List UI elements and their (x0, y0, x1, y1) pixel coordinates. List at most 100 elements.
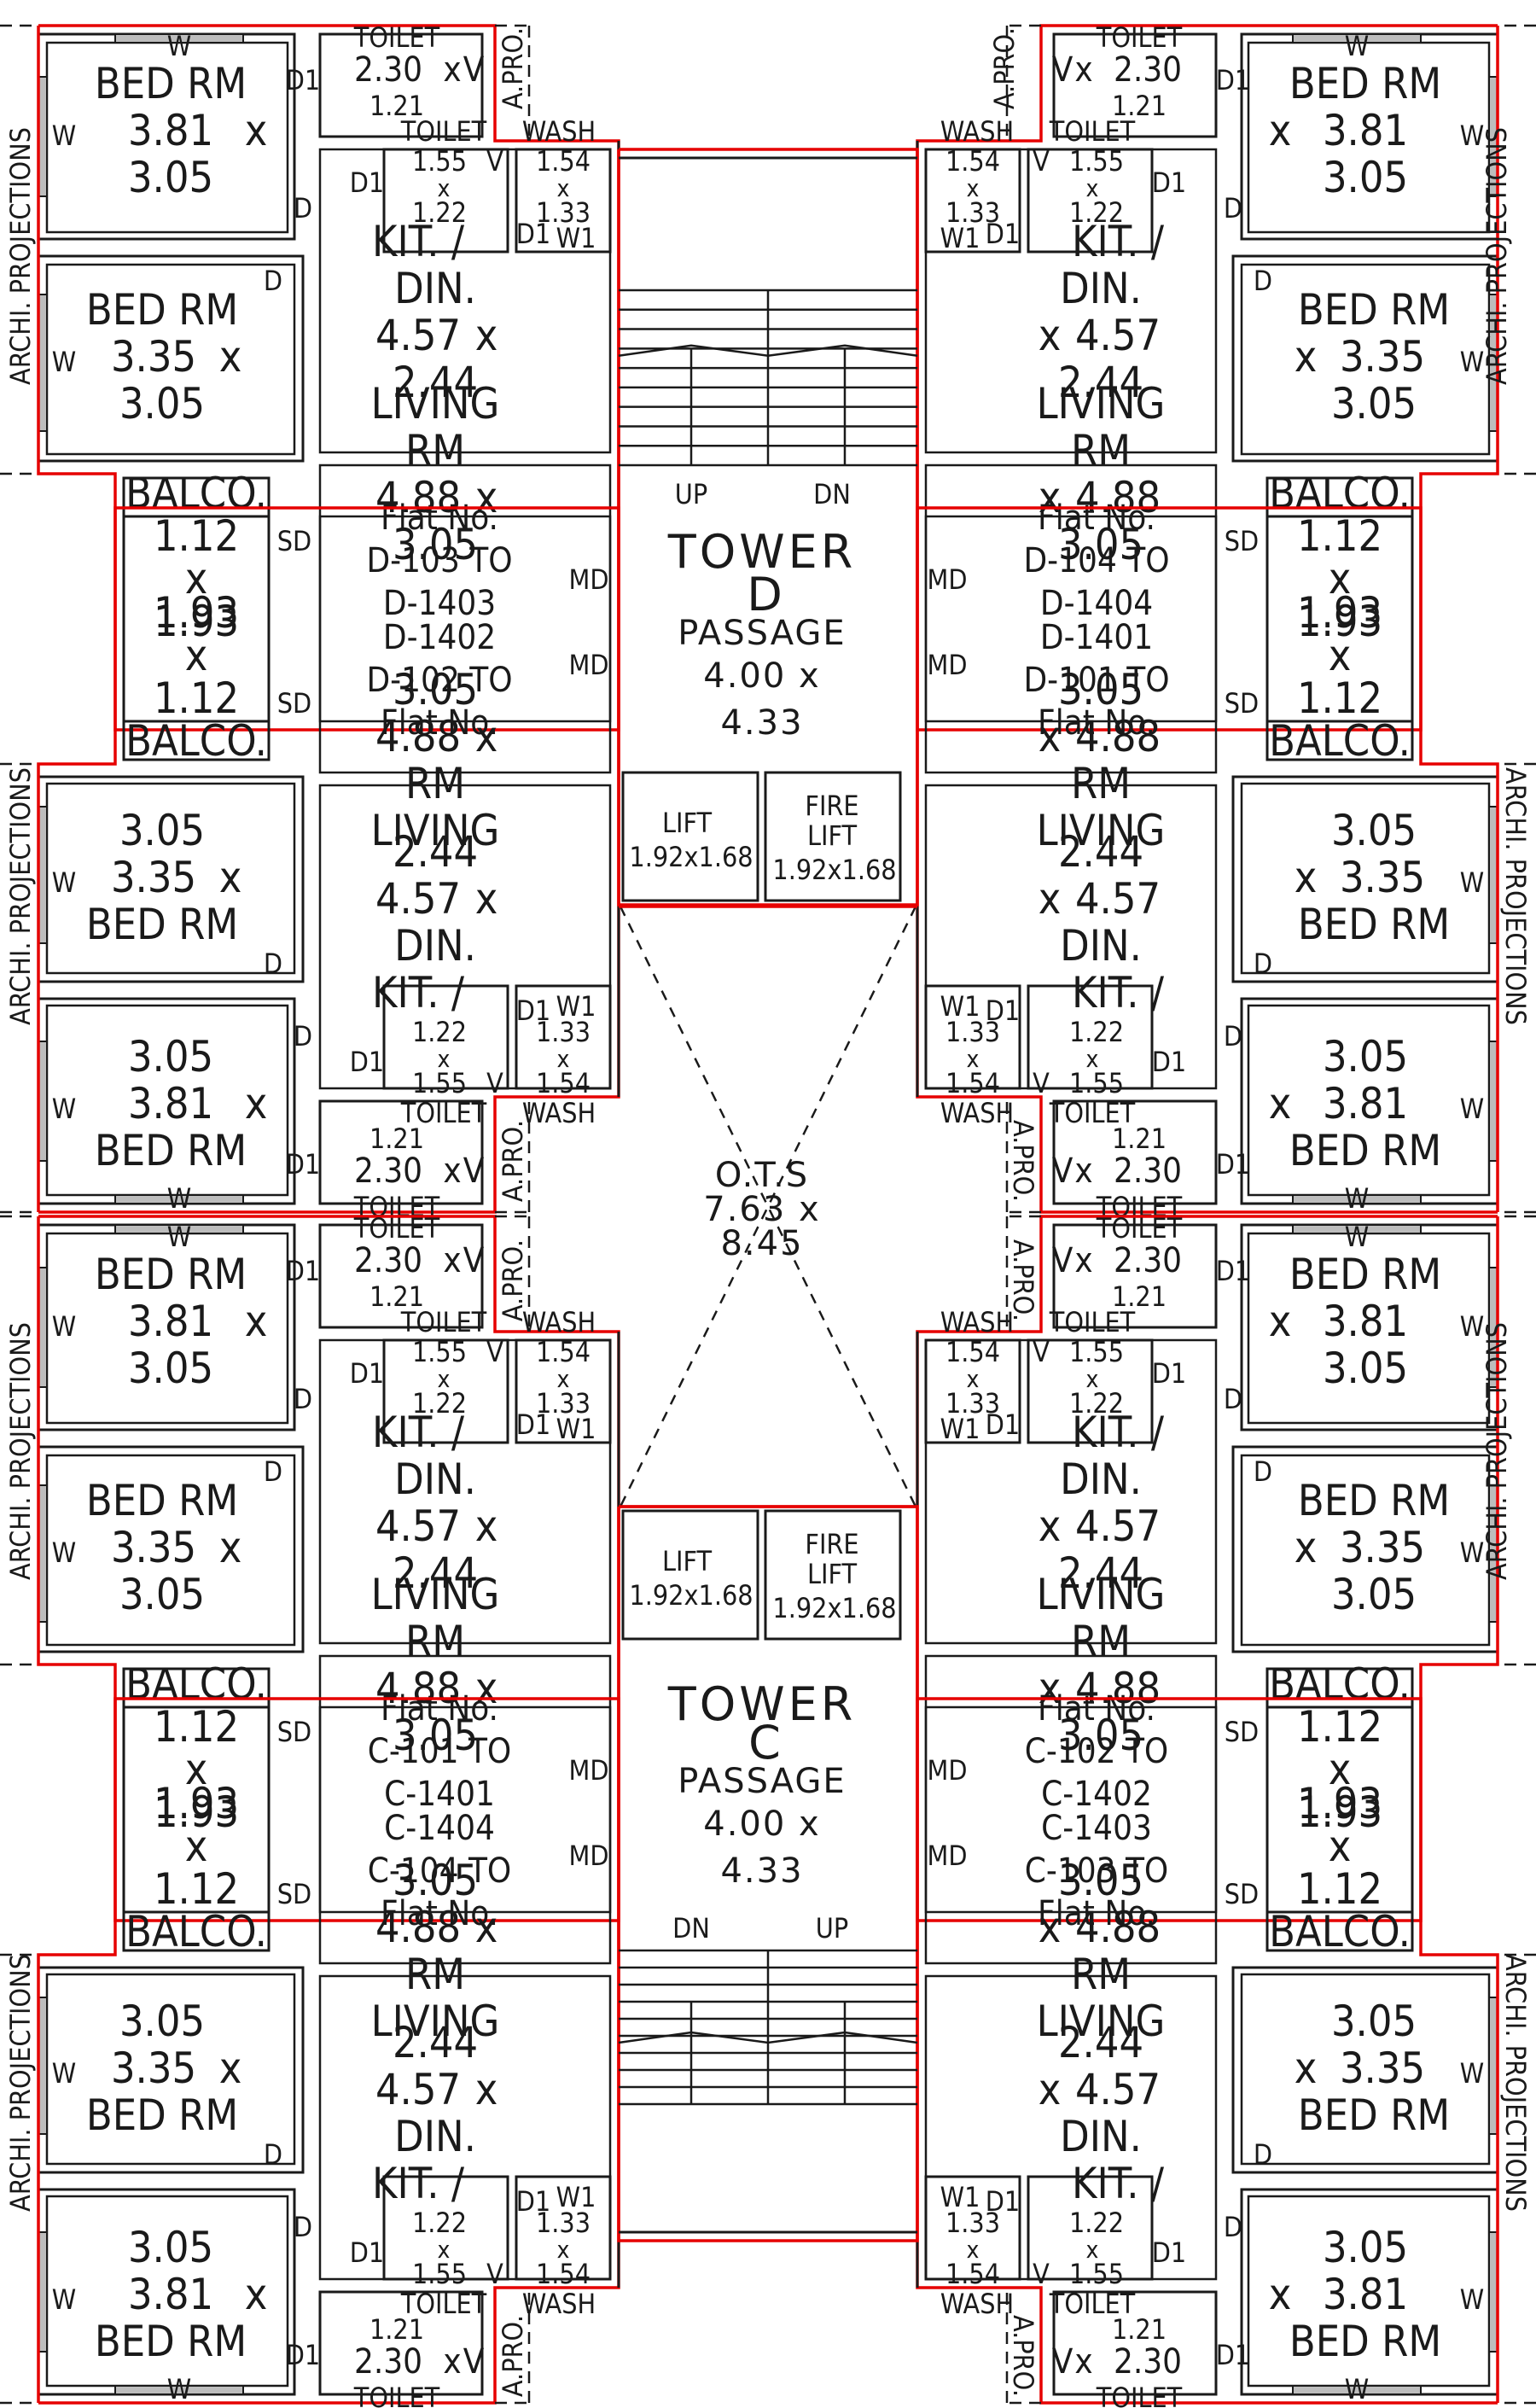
room-label-bedroom: BED RM (86, 1476, 238, 1525)
room-dim-x: x (438, 1045, 451, 1073)
room-dim-x: x (245, 106, 268, 155)
passage-dim: 4.00 x (703, 656, 820, 696)
room-label-living: RM (1071, 759, 1131, 808)
lift-dim: 1.92x1.68 (629, 841, 753, 873)
door-tag: D1 (1216, 1148, 1250, 1181)
window (114, 1194, 244, 1204)
room-dim: 1.93 (1297, 1787, 1382, 1837)
door-tag: SD (277, 525, 311, 557)
room-label-bedroom: BED RM (1289, 1250, 1441, 1299)
flat-number-label: Flat No. (1038, 703, 1155, 743)
room-label-wash: WASH (940, 2288, 1014, 2320)
room-dim: 2.44 (393, 827, 478, 877)
room-label-balcony: BALCO. (1269, 1907, 1411, 1956)
room-dim: 3.05 (128, 1344, 213, 1393)
room-dim: 1.12 (154, 511, 239, 561)
room-dim: 3.81 (128, 1079, 213, 1128)
vent-tag: V (486, 1336, 503, 1368)
room-dim: 2.30 (1114, 1152, 1182, 1191)
a-pro-label: A.PRO. (497, 27, 529, 109)
fire-lift-shaft (764, 771, 902, 902)
flat-number-range: C-103 TO (1025, 1851, 1169, 1891)
room-dim: 2.30 (354, 1152, 422, 1191)
vent-tag: V (1052, 1241, 1073, 1280)
flat-number-range: D-103 TO (366, 541, 512, 580)
door-tag: D (264, 2138, 282, 2171)
room-dim-x: x (185, 554, 208, 603)
room-label-toilet: TOILET (1096, 1212, 1183, 1245)
door-tag: D (1254, 2138, 1272, 2171)
room-dim-x: x (1086, 1365, 1099, 1393)
door-tag: D (1224, 2211, 1242, 2243)
room-dim: 3.81 (1323, 106, 1408, 155)
room-label-bedroom: BED RM (1298, 285, 1450, 335)
room-dim-x: x (219, 2044, 242, 2093)
door-tag: D (1254, 265, 1272, 297)
room-label-kitchen: KIT. / (372, 217, 465, 266)
kitchen-dining-wall (924, 784, 1218, 1090)
flat-number-range: C-104 TO (368, 1851, 512, 1891)
room-dim: 3.05 (393, 665, 478, 714)
room-label-living: RM (1071, 426, 1131, 475)
window-tag: W1 (940, 2181, 980, 2213)
room-label-wash: WASH (940, 1306, 1014, 1338)
room-dim-x: x (1039, 473, 1062, 522)
room-dim-x: x (1039, 1664, 1062, 1713)
archi-projections-label: ARCHI. PROJECTIONS (4, 1954, 37, 2212)
room-dim-x: x (1295, 1523, 1318, 1572)
room-dim: 1.55 (412, 1067, 467, 1099)
door-tag: D1 (1152, 1046, 1186, 1078)
room-dim: 3.35 (111, 1523, 196, 1572)
room-label-living: RM (1071, 1617, 1131, 1666)
room-dim: 2.44 (393, 358, 478, 407)
flat-number-range: D-1403 (383, 584, 496, 623)
window-tag: W1 (940, 1413, 980, 1445)
room-dim: 2.44 (1058, 358, 1143, 407)
room-label-wash: WASH (522, 1097, 596, 1129)
room-dim: 3.81 (128, 1297, 213, 1346)
room-dim: 1.93 (1297, 588, 1382, 638)
vent-tag: V (1033, 2258, 1050, 2290)
door-tag: D1 (286, 2339, 320, 2371)
flat-number-range: C-1403 (1041, 1809, 1152, 1848)
door-tag: SD (1225, 1878, 1259, 1910)
stair-arrow (618, 2031, 918, 2044)
room-dim: 1.22 (412, 196, 467, 229)
door-tag: D1 (1152, 166, 1186, 199)
flat-number-range: D-1402 (383, 618, 496, 657)
door-tag: MD (927, 649, 967, 681)
door-tag: D1 (1216, 64, 1250, 96)
room-label-bedroom: BED RM (95, 1250, 247, 1299)
passage-dim: 4.00 x (703, 1805, 820, 1844)
room-label-balcony: BALCO. (1269, 469, 1411, 518)
room-dim: 3.05 (1331, 1570, 1417, 1619)
room-label-bedroom: BED RM (1289, 1126, 1441, 1175)
vent-tag: V (1033, 1336, 1050, 1368)
tower-name: TOWER (667, 525, 857, 579)
room-dim-x: x (1039, 712, 1062, 761)
ots-dim: 8.45 (720, 1224, 803, 1263)
room-dim: 4.57 (1075, 311, 1161, 360)
room-dim-x: x (1039, 311, 1062, 360)
flat-number-label: Flat No. (1038, 1894, 1155, 1933)
room-dim: 1.22 (412, 1016, 467, 1048)
room-dim: 3.05 (393, 1856, 478, 1905)
window-tag: W1 (556, 2181, 596, 2213)
archi-projections-label: ARCHI. PROJECTIONS (4, 1322, 37, 1580)
room-label-kitchen: DIN. (394, 2112, 476, 2161)
staircase-tower-c (618, 1949, 918, 2106)
room-label-balcony: BALCO. (125, 1659, 267, 1709)
room-label-toilet: TOILET (400, 2288, 487, 2320)
door-tag: MD (568, 649, 608, 681)
room-dim: 1.55 (412, 1336, 467, 1368)
room-dim-x: x (475, 473, 498, 522)
room-label-kitchen: DIN. (394, 921, 476, 971)
room-label-bedroom: BED RM (86, 900, 238, 949)
room-dim: 3.35 (111, 853, 196, 902)
room-label-living: RM (1071, 1950, 1131, 1999)
room-dim: 1.55 (1069, 1067, 1124, 1099)
